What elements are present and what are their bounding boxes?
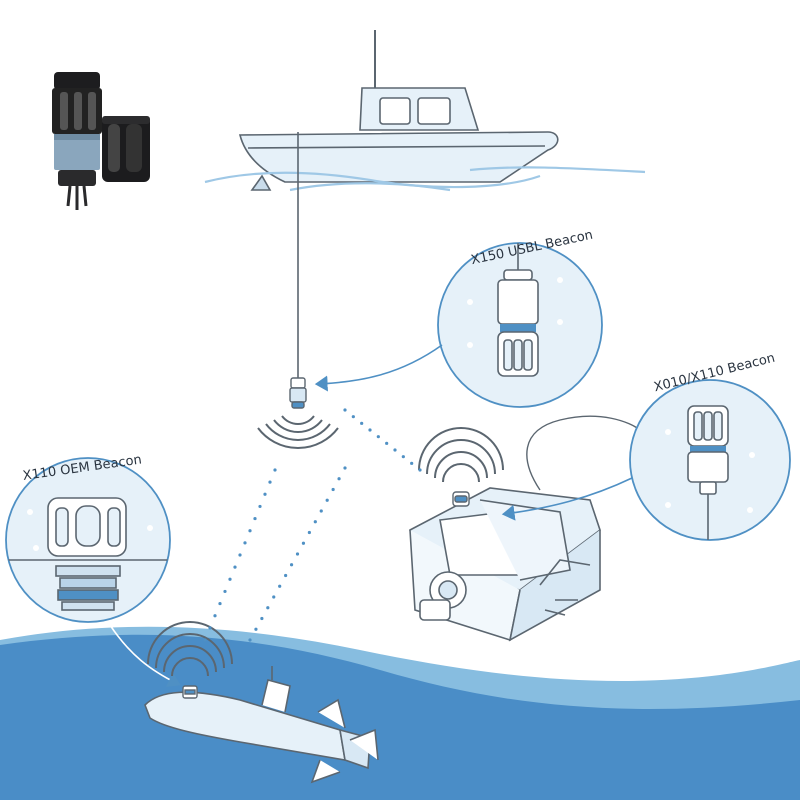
- acoustic-dot: [393, 448, 397, 452]
- acoustic-dot: [213, 614, 217, 618]
- acoustic-dot: [376, 435, 380, 439]
- acoustic-dot: [385, 441, 389, 445]
- acoustic-dot: [360, 421, 364, 425]
- acoustic-dot: [343, 466, 347, 470]
- acoustic-dot: [325, 498, 329, 502]
- usbl-beacon-hanging: [289, 377, 307, 409]
- acoustic-dot: [368, 428, 372, 432]
- acoustic-dot: [263, 492, 267, 496]
- acoustic-dot: [238, 553, 242, 557]
- auv-signal-waves: [147, 621, 233, 677]
- acoustic-dot: [218, 601, 222, 606]
- acoustic-dot: [307, 530, 311, 535]
- acoustic-dot: [258, 504, 262, 509]
- acoustic-dot: [243, 541, 247, 545]
- acoustic-dot: [253, 516, 257, 521]
- acoustic-dot: [351, 415, 355, 419]
- acoustic-dot: [228, 577, 232, 581]
- rov-beacon: [452, 491, 470, 507]
- rov-signal-waves: [418, 427, 504, 483]
- x010-beacon-callout: X010/X110 Beacon: [629, 351, 791, 541]
- acoustic-dot: [301, 541, 306, 545]
- sea: [0, 626, 800, 800]
- acoustic-dot: [254, 627, 258, 631]
- acoustic-dot: [418, 468, 422, 472]
- acoustic-dot: [410, 461, 414, 465]
- oem-callout-arrow: [109, 624, 181, 687]
- acoustic-dot: [284, 573, 288, 578]
- rov-tether: [526, 415, 641, 491]
- oem-beacon-callout: X110 OEM Beacon: [5, 452, 171, 623]
- acoustic-dot: [268, 480, 272, 484]
- acoustic-dot: [401, 455, 405, 459]
- acoustic-dot: [272, 595, 276, 599]
- acoustic-dot: [266, 606, 270, 610]
- acoustic-dot: [203, 638, 207, 642]
- water-surface-lines: [204, 166, 646, 192]
- acoustic-dot: [248, 638, 252, 642]
- surface-vessel: [238, 30, 559, 191]
- acoustic-dot: [331, 487, 335, 492]
- acoustic-link-to-rov: [343, 408, 422, 472]
- usbl-beacon-callout: X150 USBL Beacon: [437, 228, 603, 408]
- rov-vehicle: [409, 487, 601, 642]
- usbl-signal-waves: [257, 415, 339, 449]
- acoustic-dot: [278, 584, 282, 588]
- x010-callout-arrow: [501, 477, 633, 521]
- acoustic-dot: [295, 552, 300, 556]
- acoustic-dot: [313, 520, 317, 524]
- acoustic-dot: [248, 529, 252, 533]
- acoustic-link-to-auv-right: [248, 466, 347, 642]
- acoustic-dot: [260, 616, 264, 621]
- acoustic-dot: [208, 626, 212, 630]
- acoustic-dot: [319, 509, 323, 513]
- auv-beacon: [182, 685, 198, 699]
- usbl-callout-arrow: [314, 344, 443, 392]
- acoustic-dot: [273, 468, 277, 472]
- acoustic-dot: [233, 565, 237, 569]
- auv-vehicle: [144, 666, 379, 784]
- beacon-product-photo: [52, 72, 150, 210]
- acoustic-link-to-auv-left: [203, 468, 277, 642]
- acoustic-dot: [289, 563, 294, 567]
- acoustic-dot: [337, 477, 341, 481]
- acoustic-dot: [343, 408, 347, 412]
- acoustic-dot: [223, 589, 227, 594]
